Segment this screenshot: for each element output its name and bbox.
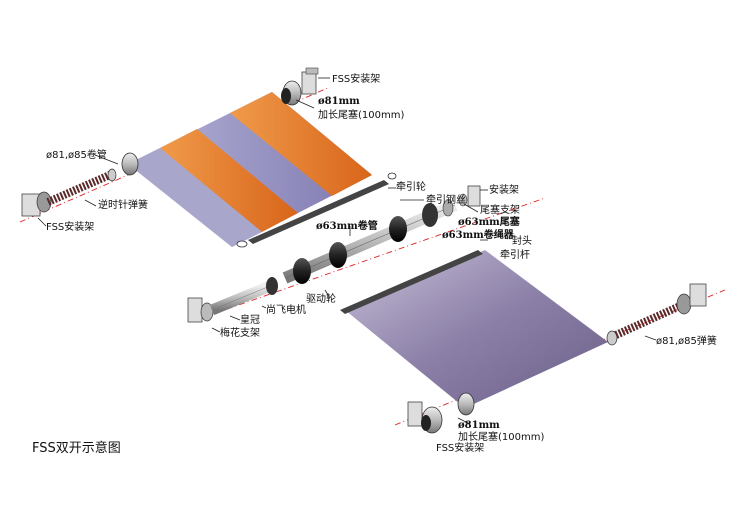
traction-rails — [236, 172, 483, 314]
upper-fabric-panel — [128, 92, 372, 247]
lower-fabric-panel — [345, 250, 608, 408]
leader-lines — [37, 77, 657, 425]
top-bracket-assembly — [281, 67, 319, 106]
left-spring-assembly — [21, 168, 117, 217]
label-motor: 尚飞电机 — [266, 303, 306, 316]
label-roll-tube-left: ø81,ø85卷管 — [46, 148, 107, 161]
label-traction-rod: 牵引杆 — [500, 249, 530, 261]
label-crown: 皇冠 — [240, 313, 260, 326]
lower-tube-end — [457, 392, 475, 416]
axis-line-center — [189, 197, 546, 323]
label-bracket-right: 安装架 — [489, 183, 519, 196]
label-end-plug-top: 加长尾塞(100mm) — [318, 108, 404, 121]
motor-assembly — [187, 277, 278, 323]
label-drive-wheel: 驱动轮 — [306, 292, 336, 305]
label-traction-cable: 牵引钢丝 — [426, 193, 466, 206]
label-rope-winder: ø63mm卷绳器 — [442, 228, 515, 241]
label-dia81-top: ø81mm — [318, 96, 360, 107]
label-fss-bracket-top: FSS安装架 — [332, 72, 380, 85]
label-fss-bracket-left: FSS安装架 — [46, 220, 94, 233]
label-spring-right: ø81,ø85弹簧 — [656, 334, 717, 347]
label-traction-wheel: 牵引轮 — [396, 180, 426, 193]
label-ccw-spring: 逆时针弹簧 — [98, 198, 148, 211]
right-spring-assembly — [606, 283, 707, 346]
label-dia81-bottom: ø81mm — [458, 420, 500, 431]
diagram-caption: FSS双开示意图 — [32, 441, 121, 456]
label-end-plug-bracket: 尾塞支架 — [480, 203, 520, 216]
label-fss-bracket-bottom: FSS安装架 — [436, 441, 484, 454]
label-plum-bracket: 梅花支架 — [220, 326, 260, 339]
label-end-plug-bottom: 加长尾塞(100mm) — [458, 430, 544, 443]
label-end-cap: 封头 — [512, 234, 532, 247]
bottom-bracket-assembly — [407, 401, 443, 434]
label-plug63: ø63mm尾塞 — [458, 215, 521, 228]
label-tube63: ø63mm卷管 — [316, 219, 378, 232]
right-bracket-assembly — [458, 185, 481, 207]
left-tube-end — [121, 152, 139, 176]
center-tube-63mm — [282, 199, 458, 284]
